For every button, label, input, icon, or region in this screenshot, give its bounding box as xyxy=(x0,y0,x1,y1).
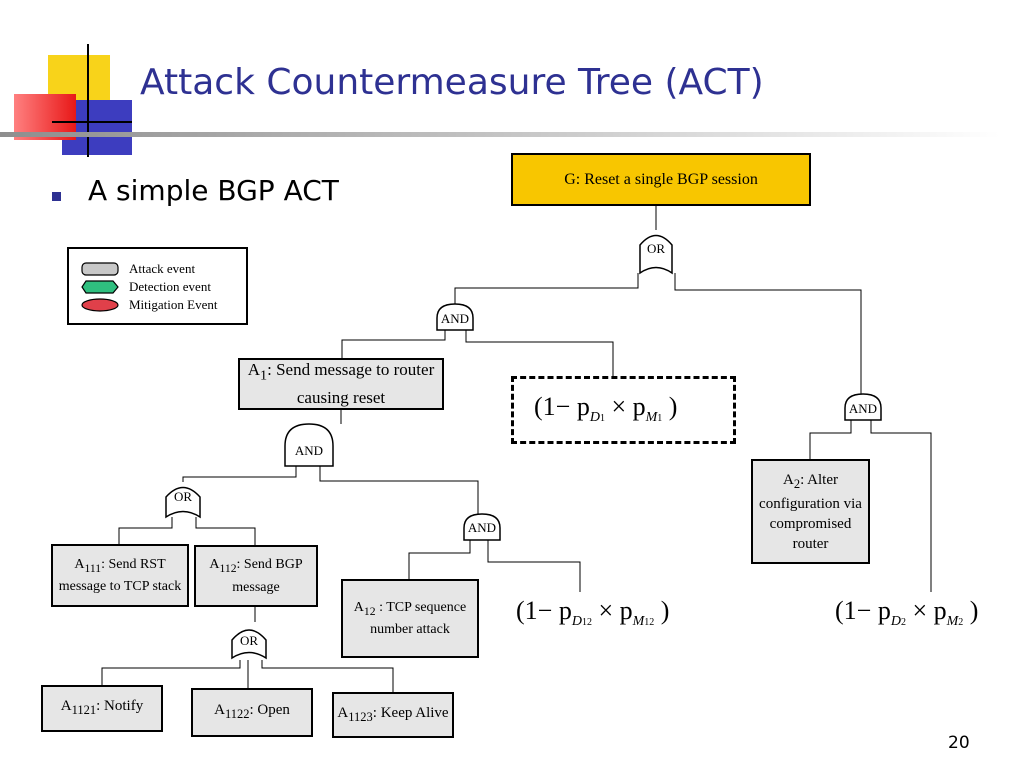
formula-a1-m: M xyxy=(645,410,658,426)
title-underline xyxy=(0,132,1000,137)
formula-a1-m-index: 1 xyxy=(657,413,663,425)
formula-a1-d-index: 1 xyxy=(599,413,605,425)
formula-a2-d-index: 2 xyxy=(900,617,906,629)
formula-a12-times: × p xyxy=(591,596,633,625)
node-a111-base: A xyxy=(74,556,85,572)
goal-node: G: Reset a single BGP session xyxy=(511,153,811,206)
formula-a12-m: M xyxy=(632,614,645,630)
and-gate-left-label: AND xyxy=(441,311,469,326)
mitigation-event-icon xyxy=(81,298,119,312)
or-gate-a11: OR xyxy=(165,486,201,519)
formula-a12-prefix: (1− p xyxy=(516,596,572,625)
bullet-text: A simple BGP ACT xyxy=(88,174,339,207)
node-a1121: A1121: Notify xyxy=(41,685,163,732)
node-a1121-base: A xyxy=(60,698,72,714)
formula-a1: (1− pD1 × pM1 ) xyxy=(534,392,677,426)
and-gate-a12-label: AND xyxy=(468,520,496,535)
node-a2-sub: 2 xyxy=(793,476,801,491)
node-a1: A1: Send message to router causing reset xyxy=(238,358,444,410)
legend-item-mitigation: Mitigation Event xyxy=(81,296,217,314)
node-a112-text: : Send BGP message xyxy=(232,557,303,595)
node-a12-base: A xyxy=(353,599,364,615)
formula-a1-times: × p xyxy=(604,392,646,421)
formula-a1-suffix: ) xyxy=(662,392,678,421)
decor-horizontal-line xyxy=(52,121,132,123)
attack-event-icon xyxy=(81,262,119,276)
and-gate-a1: AND xyxy=(284,423,334,467)
goal-node-label: G: Reset a single BGP session xyxy=(564,171,758,188)
legend: Attack event Detection event Mitigation … xyxy=(67,247,248,325)
slide-title: Attack Countermeasure Tree (ACT) xyxy=(140,62,764,103)
and-gate-left: AND xyxy=(436,303,474,331)
countermeasure-box-a1 xyxy=(511,376,736,444)
and-gate-right-label: AND xyxy=(849,401,877,416)
or-gate-a112-label: OR xyxy=(240,633,258,648)
or-gate-top-label: OR xyxy=(647,241,665,256)
legend-label-mitigation: Mitigation Event xyxy=(129,297,218,312)
node-a1121-sub: 1121 xyxy=(71,703,97,717)
node-a1123-sub: 1123 xyxy=(348,709,373,724)
node-a12-sub: 12 xyxy=(363,604,376,618)
node-a2-text: : Alter configuration via compromised ro… xyxy=(759,471,862,552)
or-gate-top: OR xyxy=(639,234,673,275)
node-a2-base: A xyxy=(782,471,794,488)
node-a1122-sub: 1122 xyxy=(224,707,250,721)
node-a111: A111: Send RST message to TCP stack xyxy=(51,544,189,607)
node-a111-text: : Send RST message to TCP stack xyxy=(58,556,182,595)
node-a1122: A1122: Open xyxy=(191,688,313,737)
node-a1123-text: : Keep Alive xyxy=(372,704,449,721)
node-a1-sub: 1 xyxy=(260,367,268,384)
node-a1122-base: A xyxy=(214,702,225,718)
node-a112-base: A xyxy=(209,557,220,573)
formula-a2-suffix: ) xyxy=(963,596,979,625)
node-a1-text: : Send message to router causing reset xyxy=(267,360,435,407)
formula-a2-d: D xyxy=(890,614,901,630)
node-a111-sub: 111 xyxy=(84,561,102,575)
formula-a1-prefix: (1− p xyxy=(534,392,590,421)
formula-a2-m: M xyxy=(946,614,959,630)
node-a1123-base: A xyxy=(337,704,349,721)
node-a1-base: A xyxy=(247,360,261,380)
legend-item-detection: Detection event xyxy=(81,278,211,296)
formula-a12-m-index: 12 xyxy=(644,617,655,629)
page-number: 20 xyxy=(948,733,970,753)
formula-a2-prefix: (1− p xyxy=(835,596,891,625)
node-a112: A112: Send BGP message xyxy=(194,545,318,607)
and-gate-a12: AND xyxy=(463,513,501,541)
formula-a2-times: × p xyxy=(905,596,947,625)
formula-a12-suffix: ) xyxy=(654,596,670,625)
formula-a12-d: D xyxy=(571,614,582,630)
or-gate-a112: OR xyxy=(231,629,267,660)
formula-a2: (1− pD2 × pM2 ) xyxy=(835,596,978,630)
and-gate-right: AND xyxy=(844,393,882,421)
node-a1123: A1123: Keep Alive xyxy=(332,692,454,738)
or-gate-a11-label: OR xyxy=(174,489,192,504)
node-a12-text: : TCP sequence number attack xyxy=(370,599,467,638)
node-a1121-text: : Notify xyxy=(96,698,144,714)
formula-a2-m-index: 2 xyxy=(958,617,964,629)
formula-a12: (1− pD12 × pM12 ) xyxy=(516,596,669,630)
bullet-marker xyxy=(52,192,61,201)
node-a112-sub: 112 xyxy=(219,561,237,575)
and-gate-a1-label: AND xyxy=(295,443,323,458)
formula-a12-d-index: 12 xyxy=(581,617,592,629)
node-a1122-text: : Open xyxy=(249,702,290,718)
node-a2: A2: Alter configuration via compromised … xyxy=(751,459,870,564)
detection-event-icon xyxy=(81,280,119,294)
node-a12: A12 : TCP sequence number attack xyxy=(341,579,479,658)
legend-item-attack: Attack event xyxy=(81,260,195,278)
formula-a1-d: D xyxy=(589,410,600,426)
legend-label-attack: Attack event xyxy=(129,261,196,276)
decor-vertical-line xyxy=(87,44,89,157)
legend-label-detection: Detection event xyxy=(129,279,211,294)
